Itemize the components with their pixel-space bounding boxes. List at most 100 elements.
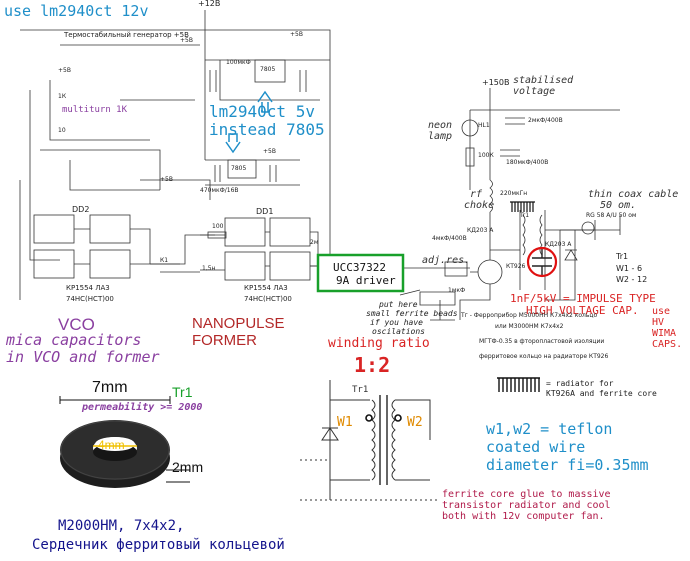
label-kr1554-a: КР1554 ЛА3 xyxy=(66,284,110,292)
label-tr1-b: Tr1 xyxy=(616,252,629,261)
label-tr1: Tr1 xyxy=(520,212,530,219)
label-choke: 220мкГн xyxy=(500,190,528,197)
core-tr1: Tr1 xyxy=(172,384,193,400)
radiator-symbol xyxy=(497,377,540,392)
label-plus5b-d: +5В xyxy=(263,148,276,155)
transistor-wires xyxy=(459,250,491,320)
dd2-gate-a xyxy=(33,214,75,244)
label-ferro-3: МГТФ-0.35 в фторопластовой изоляции xyxy=(479,338,605,345)
coax-wire xyxy=(560,215,621,240)
label-c180: 180мкФ/400В xyxy=(506,159,549,166)
note-radiator-2: KT926A and ferrite core xyxy=(546,389,657,398)
dd1-gate-d xyxy=(269,251,311,281)
note-nanopulse-2: FORMER xyxy=(192,332,257,349)
neon-lamp-shape xyxy=(461,119,479,137)
adj-res-box xyxy=(444,261,468,277)
note-teflon-1: w1,w2 = teflon xyxy=(486,420,613,438)
label-ferro-4: ферритовое кольцо на радиаторе КТ926 xyxy=(479,353,609,360)
dd1-gate-c xyxy=(224,251,266,281)
regulator-arrow xyxy=(257,90,273,113)
note-vco: VCO xyxy=(58,315,95,334)
note-use-hv-4: CAPS. xyxy=(652,339,683,350)
label-plus5b-c: +5В xyxy=(58,67,71,74)
label-kt926: КТ926 xyxy=(506,263,526,270)
label-7805-b: 7805 xyxy=(231,165,247,172)
driver-label-2: 9A driver xyxy=(336,274,396,287)
note-winding-ratio: winding ratio xyxy=(328,336,430,351)
ferrite-core xyxy=(60,420,170,488)
vco-wire-1 xyxy=(29,90,60,261)
note-rf-1: rf xyxy=(470,189,483,200)
cap-wires-mid xyxy=(214,165,277,182)
note-glue-1: ferrite core glue to massive xyxy=(442,489,611,500)
cap-hv-1 xyxy=(505,117,525,125)
label-w2-12: W2 - 12 xyxy=(616,275,648,284)
note-impulse-2: HIGH VOLTAGE CAP. xyxy=(526,304,639,317)
note-teflon-3: diameter fi=0.35mm xyxy=(486,456,649,474)
regulator-arrow-down xyxy=(225,133,241,154)
note-mica-1: mica capacitors xyxy=(6,331,142,349)
note-w1: W1 xyxy=(337,415,353,430)
note-glue-2: transistor radiator and cool xyxy=(442,500,611,511)
dd2-gate-c xyxy=(33,249,75,279)
choke-shape xyxy=(489,179,493,213)
label-dd1: DD1 xyxy=(256,207,274,216)
label-hct00-a: 74НС(НСТ)00 xyxy=(66,295,114,303)
note-multiturn: multiturn 1K xyxy=(62,105,128,115)
label-c100mkf: 100мкФ xyxy=(226,59,251,66)
vco-wire-4 xyxy=(69,160,160,191)
tr-coil-l xyxy=(522,214,526,256)
label-c470: 470мкФ/16В xyxy=(200,187,239,194)
label-kd203b: КД203 А xyxy=(545,241,572,248)
note-rf-2: choke xyxy=(464,200,495,211)
label-k1: К1 xyxy=(160,257,169,264)
label-hl1: HL1 xyxy=(478,122,490,129)
dd2-gate-d xyxy=(89,249,131,279)
note-coax-1: thin coax cable xyxy=(588,189,679,200)
impulse-cap xyxy=(526,246,558,278)
transistor-shape xyxy=(477,259,503,285)
label-gen-title: Термостабильный генератор +5В xyxy=(64,31,189,39)
cap-hv-2 xyxy=(500,149,520,157)
note-ferrite-3: if you have xyxy=(370,318,423,327)
note-ratio: 1:2 xyxy=(354,353,391,377)
note-use-hv-2: HV xyxy=(652,317,665,328)
driver-box xyxy=(316,253,405,293)
label-w1-6: W1 - 6 xyxy=(616,264,643,273)
label-c1mkf: 1мкФ xyxy=(448,287,466,294)
diode-hv xyxy=(564,249,578,261)
dimension-lines xyxy=(59,396,190,483)
reg-wire-top xyxy=(205,59,330,101)
w2-dot xyxy=(394,414,402,422)
note-instead-7805: instead 7805 xyxy=(209,120,325,139)
resistor-100k xyxy=(465,147,475,167)
label-hct00-b: 74НС(НСТ)00 xyxy=(244,295,292,303)
dd1-gate-b xyxy=(269,217,311,247)
pulse-wire xyxy=(150,263,200,273)
label-r1k: 1К xyxy=(58,93,67,100)
label-r100k: 100К xyxy=(478,152,494,159)
core-dim-width: 7mm xyxy=(92,379,128,396)
top-rail-wire xyxy=(20,29,331,260)
reg-wire-mid xyxy=(205,159,300,186)
label-7805-a: 7805 xyxy=(260,66,276,73)
coax-end xyxy=(581,221,595,235)
note-w2: W2 xyxy=(407,415,423,430)
label-c4mkf: 4мкФ/400В xyxy=(432,235,467,242)
core-dim-inner: 4mm xyxy=(98,438,125,452)
note-neon-1: neon xyxy=(428,120,453,131)
label-plus150b: +150В xyxy=(482,78,510,87)
note-ferrite-4: oscilations xyxy=(372,327,425,336)
vco-wire-2 xyxy=(49,80,150,141)
note-ferrite-2: small ferrite beads xyxy=(366,309,458,318)
note-neon-2: lamp xyxy=(428,131,453,142)
note-glue-3: both with 12v computer fan. xyxy=(442,511,605,522)
note-stab-2: voltage xyxy=(513,86,556,97)
core-spec-1: М2000НМ, 7x4x2, xyxy=(58,518,185,534)
label-ferro-2: или М3000НМ К7х4х2 xyxy=(495,323,564,330)
driver-label-1: UCC37322 xyxy=(333,261,386,274)
label-kd203a: КД203 А xyxy=(467,227,494,234)
label-r100: 100 xyxy=(212,223,224,230)
label-r2m: 2м xyxy=(310,239,319,246)
note-mica-2: in VCO and former xyxy=(6,348,160,366)
